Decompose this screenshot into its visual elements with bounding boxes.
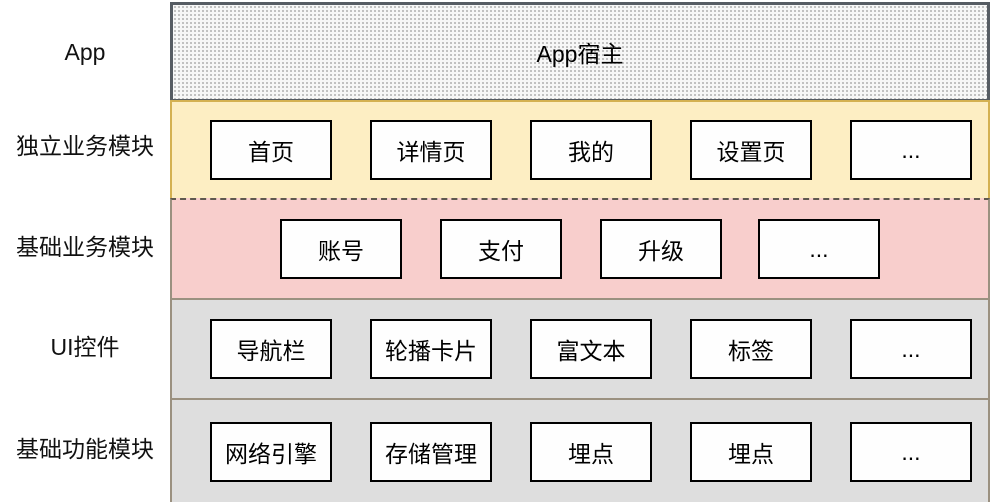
module-box-more-ellipsis: ... [758,219,880,279]
module-box-tag: 标签 [690,319,812,379]
module-box-more-ellipsis: ... [850,120,972,180]
layer-label-independent-business: 独立业务模块 [16,133,154,159]
module-box-detail-page: 详情页 [370,120,492,180]
layer-label-base-function: 基础功能模块 [16,436,154,462]
band-base-business: 账号 支付 升级 ... [170,198,990,300]
module-box-home: 首页 [210,120,332,180]
module-box-network-engine: 网络引擎 [210,422,332,482]
module-box-tracking: 埋点 [530,422,652,482]
band-app-host: App宿主 [170,2,990,102]
module-box-upgrade: 升级 [600,219,722,279]
module-box-more-ellipsis: ... [850,319,972,379]
layer-label-ui-widgets: UI控件 [50,334,120,360]
layer-bands: App宿主 首页 详情页 我的 设置页 ... 账号 支付 升级 ... 导航栏… [170,0,990,502]
band-independent-business: 首页 详情页 我的 设置页 ... [170,100,990,200]
module-box-more-ellipsis: ... [850,422,972,482]
module-box-tracking: 埋点 [690,422,812,482]
module-box-storage-management: 存储管理 [370,422,492,482]
module-box-account: 账号 [280,219,402,279]
module-box-settings-page: 设置页 [690,120,812,180]
module-box-payment: 支付 [440,219,562,279]
module-box-navbar: 导航栏 [210,319,332,379]
module-box-rich-text: 富文本 [530,319,652,379]
band-base-function: 网络引擎 存储管理 埋点 埋点 ... [170,398,990,502]
app-host-label: App宿主 [536,41,624,67]
module-box-mine: 我的 [530,120,652,180]
layer-label-base-business: 基础业务模块 [16,234,154,260]
layer-label-app: App [64,39,106,65]
module-box-carousel-card: 轮播卡片 [370,319,492,379]
band-ui-widgets: 导航栏 轮播卡片 富文本 标签 ... [170,298,990,400]
